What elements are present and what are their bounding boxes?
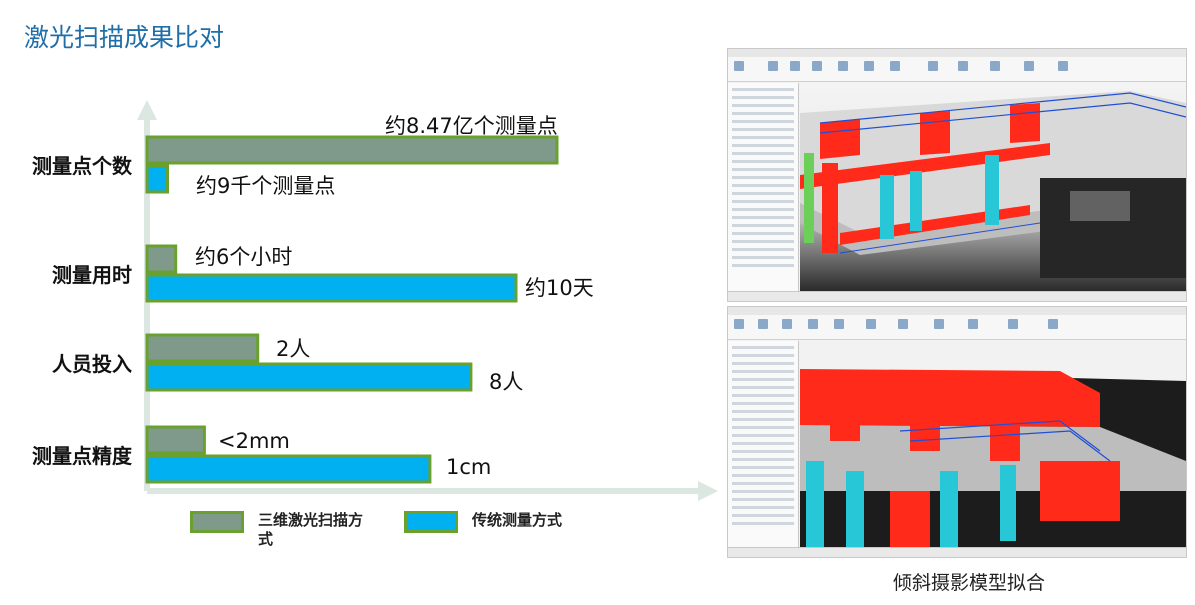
category-label: 测量点精度: [32, 444, 133, 468]
bar: [145, 362, 473, 392]
ribbon-toolbar: [728, 315, 1186, 340]
data-label: 8人: [489, 370, 523, 394]
bar: [145, 333, 260, 363]
data-label: 约8.47亿个测量点: [385, 114, 558, 138]
revit-screenshot-top: [727, 48, 1187, 302]
page-title: 激光扫描成果比对: [24, 23, 225, 52]
legend-swatch-traditional: [404, 511, 458, 533]
x-axis-arrow: [698, 481, 718, 501]
properties-panel: [728, 83, 799, 291]
status-bar: [728, 547, 1186, 557]
legend-item-traditional: 传统测量方式: [404, 511, 612, 533]
legend-label-laser: 三维激光扫描方式: [258, 511, 364, 548]
category-label: 测量点个数: [32, 154, 133, 178]
bar: [145, 425, 206, 455]
data-label: 约6个小时: [195, 245, 292, 269]
properties-panel: [728, 341, 799, 547]
y-axis-arrow: [137, 100, 157, 120]
image-caption: 倾斜摄影模型拟合: [893, 572, 1046, 594]
bar: [145, 164, 169, 194]
legend-swatch-laser: [190, 511, 244, 533]
legend-item-laser: 三维激光扫描方式: [190, 511, 368, 549]
legend-label-traditional: 传统测量方式: [472, 511, 563, 529]
model-view-bottom: [800, 341, 1186, 547]
data-label: 1cm: [446, 455, 491, 479]
model-view-top: [800, 83, 1186, 291]
data-label: <2mm: [218, 429, 290, 453]
bar: [145, 454, 432, 484]
data-label: 2人: [276, 337, 310, 361]
data-label: 约9千个测量点: [196, 174, 335, 198]
revit-screenshot-bottom: [727, 306, 1187, 558]
ribbon-toolbar: [728, 57, 1186, 82]
category-label: 测量用时: [52, 263, 132, 287]
status-bar: [728, 291, 1186, 301]
bar: [145, 135, 559, 165]
data-label: 约10天: [525, 276, 594, 300]
bar: [145, 273, 518, 303]
bar: [145, 244, 178, 274]
category-label: 人员投入: [52, 352, 132, 376]
